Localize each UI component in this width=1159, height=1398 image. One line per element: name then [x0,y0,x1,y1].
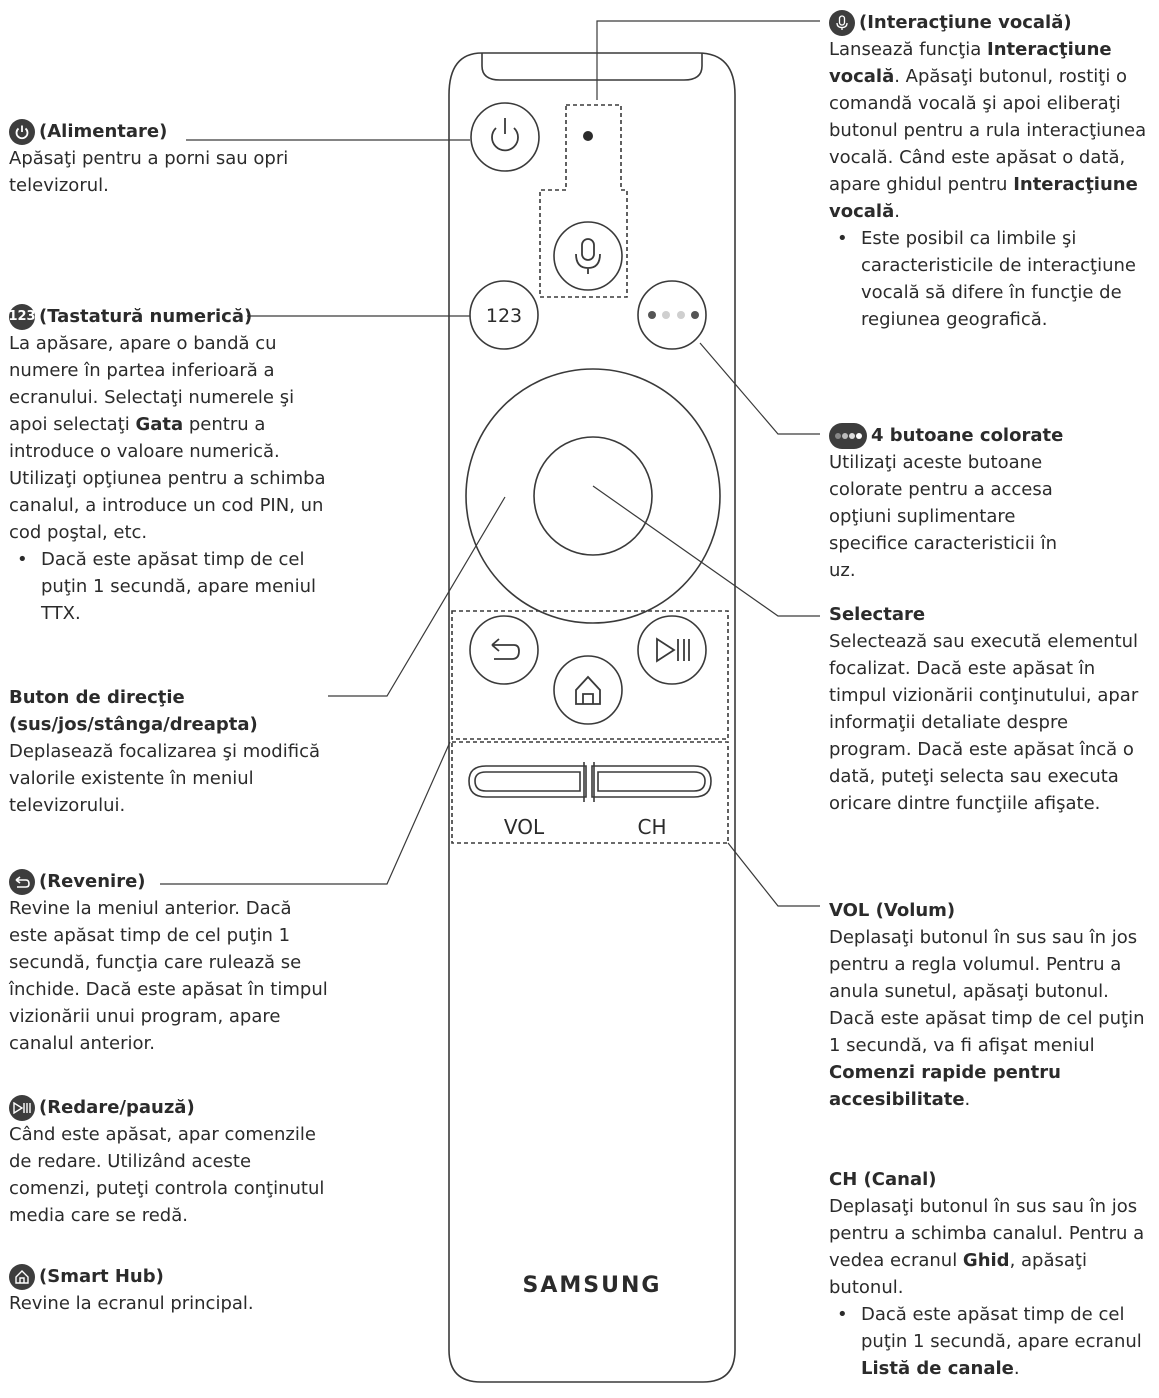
numeric-button [469,280,539,350]
leader-return [160,741,451,885]
return-body: Revine la meniul anterior. Dacă este apă… [9,898,328,1054]
leader-direction [328,496,506,697]
direction-title: Buton de direcţie (sus/jos/stânga/dreapt… [9,687,258,735]
home-button [553,655,623,725]
microphone-hole [583,131,593,141]
select-body: Selectează sau execută elementul focaliz… [829,631,1139,814]
numeric-body: La apăsare, apare o bandă cu numere în p… [9,333,326,543]
leader-vol [727,842,820,907]
return-title: (Revenire) [39,871,146,892]
callout-color: 4 butoane colorate Utilizaţi aceste buto… [829,422,1155,584]
remote-body [448,52,736,1383]
callout-smarthub: (Smart Hub) Revine la ecranul principal. [9,1263,331,1317]
voice-button [553,221,623,291]
volch-dashed-frame [451,741,729,844]
playpause-body: Când este apăsat, apar comenzile de reda… [9,1124,325,1226]
voice-bullet: Este posibil ca limbile şi caracteristic… [837,225,1155,333]
playpause-title: (Redare/pauză) [39,1097,195,1118]
play-pause-button [637,615,707,685]
key-123-label: 123 [486,305,522,327]
voice-title: (Interacţiune vocală) [859,12,1072,33]
power-button [470,102,540,172]
callout-direction: Buton de direcţie (sus/jos/stânga/dreapt… [9,684,329,819]
color-title: 4 butoane colorate [871,425,1064,446]
callout-voice: (Interacţiune vocală) Lansează funcţia I… [829,9,1155,333]
play-pause-icon [9,1094,35,1121]
ch-label: CH [637,815,666,839]
callout-numeric: 123 (Tastatură numerică) La apăsare, apa… [8,303,329,627]
microphone-icon [829,9,855,36]
remote-top-cap [481,53,703,81]
power-icon [491,127,519,152]
color-button [637,280,707,350]
power-body: Apăsaţi pentru a porni sau opri televizo… [9,148,289,196]
vol-body: Deplasaţi butonul în sus sau în jos pent… [829,927,1145,1110]
smarthub-title: (Smart Hub) [39,1266,164,1287]
vol-label: VOL [504,815,545,839]
callout-power: (Alimentare) Apăsaţi pentru a porni sau … [9,118,309,199]
color-buttons-icon [829,422,867,449]
return-icon [9,868,35,895]
ch-bullet: Dacă este apăsat timp de cel puţin 1 sec… [837,1301,1155,1382]
select-title: Selectare [829,604,926,625]
numeric-icon: 123 [8,303,36,330]
vol-rocker [468,765,587,798]
color-body: Utilizaţi aceste butoane colorate pentru… [829,452,1058,581]
home-icon [9,1263,35,1290]
ch-body: Deplasaţi butonul în sus sau în jos pent… [829,1196,1145,1298]
ch-rocker [591,765,712,798]
callout-return: (Revenire) Revine la meniul anterior. Da… [9,868,331,1057]
power-title: (Alimentare) [39,121,168,142]
leader-select [592,485,820,617]
numeric-title: (Tastatură numerică) [39,306,253,327]
select-button [533,436,653,556]
callout-playpause: (Redare/pauză) Când este apăsat, apar co… [9,1094,331,1229]
ch-title: CH (Canal) [829,1169,937,1190]
callout-vol: VOL (Volum) Deplasaţi butonul în sus sau… [829,897,1155,1113]
direction-body: Deplasează focalizarea şi modifică valor… [9,741,321,816]
voice-body: Lansează funcţia Interacţiune vocală. Ap… [829,39,1147,222]
nav-dashed-frame [451,610,729,740]
leader-voice [596,20,820,100]
return-button [469,615,539,685]
vol-title: VOL (Volum) [829,900,956,921]
power-icon [9,118,35,145]
smarthub-body: Revine la ecranul principal. [9,1293,254,1314]
direction-ring [465,368,721,624]
leader-color [699,342,820,435]
numeric-bullet: Dacă este apăsat timp de cel puţin 1 sec… [17,546,329,627]
brand-logo: SAMSUNG [523,1273,662,1298]
callout-select: Selectare Selectează sau execută element… [829,601,1155,817]
mic-dashed-frame [539,104,628,298]
callout-ch: CH (Canal) Deplasaţi butonul în sus sau … [829,1166,1155,1382]
